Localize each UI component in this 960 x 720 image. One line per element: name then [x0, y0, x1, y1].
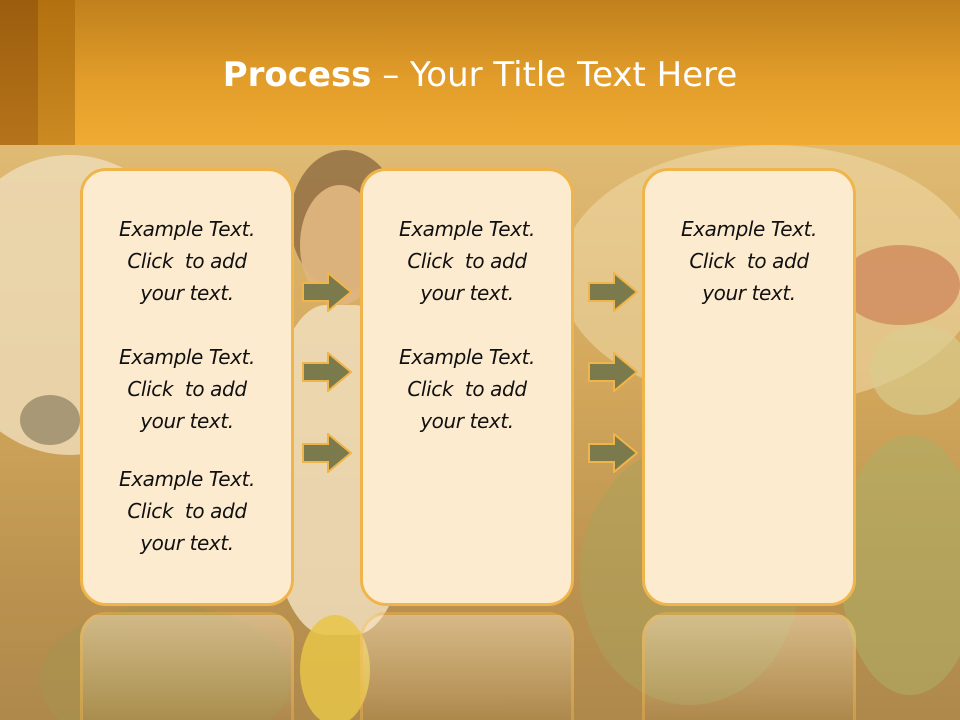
panel-reflection — [642, 612, 856, 720]
panel-reflection — [360, 612, 574, 720]
title-bold: Process — [222, 55, 372, 95]
step-text[interactable]: Example Text. Click to add your text. — [118, 467, 255, 555]
step-text[interactable]: Example Text. Click to add your text. — [680, 217, 817, 305]
panel-reflection — [80, 612, 294, 720]
title-rest: – Your Title Text Here — [371, 55, 738, 95]
right-arrow-icon — [302, 433, 352, 473]
process-step-3-box[interactable]: Example Text. Click to add your text. — [642, 168, 856, 606]
step-text[interactable]: Example Text. Click to add your text. — [398, 345, 535, 433]
right-arrow-icon — [588, 433, 638, 473]
right-arrow-icon — [588, 272, 638, 312]
right-arrow-icon — [302, 272, 352, 312]
right-arrow-icon — [302, 352, 352, 392]
process-step-1-box[interactable]: Example Text. Click to add your text. Ex… — [80, 168, 294, 606]
process-step-2-box[interactable]: Example Text. Click to add your text. Ex… — [360, 168, 574, 606]
header-accent-bar — [0, 0, 38, 145]
header-accent-bar-light — [38, 0, 75, 145]
right-arrow-icon — [588, 352, 638, 392]
step-text[interactable]: Example Text. Click to add your text. — [118, 217, 255, 305]
step-text[interactable]: Example Text. Click to add your text. — [398, 217, 535, 305]
slide-title[interactable]: Process – Your Title Text Here — [0, 52, 960, 98]
step-text[interactable]: Example Text. Click to add your text. — [118, 345, 255, 433]
title-bar: Process – Your Title Text Here — [0, 0, 960, 145]
